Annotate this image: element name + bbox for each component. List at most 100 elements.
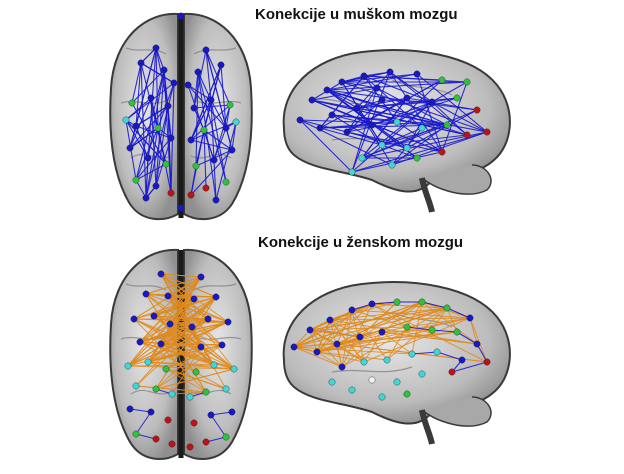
brain-region-node [144,358,152,366]
brain-region-node [132,176,140,184]
brain-region-node [177,12,185,20]
brain-region-node [164,416,172,424]
connection-line [160,273,215,366]
connection-line [299,119,393,166]
connection-line [326,81,468,91]
connection-line [155,47,169,107]
brain-region-node [152,182,160,190]
connection-line [167,295,229,323]
connection-line [135,179,147,199]
brain-region-node [142,290,150,298]
connection-line [220,64,227,129]
brain-region-node [222,433,230,441]
connection-line [210,99,217,201]
brain-region-node [228,408,236,416]
brain-region-node [128,99,136,107]
brain-region-node [226,101,234,109]
connection-line [326,89,478,111]
connection-line [431,97,458,103]
connection-line [346,131,408,149]
connection-line [210,99,227,129]
brain-region-node [184,81,192,89]
connection-line [299,119,348,133]
connection-line [125,97,152,121]
brain-region-node [378,328,386,336]
brain-region-node [443,121,451,129]
brain-region-node [210,156,218,164]
connection-line [190,121,237,141]
connection-line [309,329,318,353]
nodes-group [290,298,491,401]
connection-line [319,75,365,129]
connections-group [125,47,237,201]
brain-region-node [378,393,386,401]
connection-line [293,331,458,348]
brain-region-node [162,160,170,168]
connection-line [389,71,433,103]
brain-region-node [194,68,202,76]
brain-region-node [122,116,130,124]
connection-line [139,341,227,390]
brain-region-node [124,362,132,370]
brain-region-node [190,419,198,427]
brain-region-node [228,146,236,154]
brain-region-node [166,320,174,328]
brain-region-node [333,340,341,348]
brain-region-node [393,298,401,306]
brain-region-node [217,61,225,69]
connection-line [135,62,142,127]
connection-line [129,105,169,149]
brain-region-node [224,318,232,326]
brain-region-node [170,79,178,87]
brain-region-node [132,382,140,390]
connection-line [127,365,235,370]
brain-region-node [296,116,304,124]
brain-region-node [348,386,356,394]
connection-line [145,293,223,346]
connection-line [167,276,202,297]
connection-line [213,104,231,161]
connection-line [190,149,233,196]
connection-line [371,301,398,305]
brain-region-node [164,292,172,300]
connection-line [441,81,468,153]
connection-line [215,121,237,201]
connection-line [135,385,207,393]
connection-line [316,317,471,353]
brain-region-node [428,326,436,334]
connection-line [155,47,165,71]
brain-region-node [200,126,208,134]
brain-region-node [356,333,364,341]
brain-region-node [164,102,172,110]
brain-region-node [197,343,205,351]
connection-line [406,101,433,149]
brain-region-node [473,106,481,114]
brain-region-node [202,388,210,396]
connection-line [160,273,217,298]
connection-line [125,119,167,165]
connection-line [131,62,142,104]
connection-line [363,317,471,363]
connection-line [431,101,488,133]
connection-line [299,119,353,173]
connection-line [190,129,205,196]
brain-region-node [150,312,158,320]
connection-line [127,276,202,367]
brain-region-node [323,86,331,94]
brain-region-node [353,104,361,112]
connection-line [336,301,423,345]
brain-region-node [373,84,381,92]
connection-line [205,436,227,443]
brain-region-node [207,96,215,104]
connection-line [135,47,157,127]
connection-line [363,75,433,103]
brain-region-node [338,363,346,371]
connection-line [329,319,478,345]
brain-region-node [383,356,391,364]
brain-region-node [348,168,356,176]
connection-line [135,296,217,387]
connection-line [331,114,373,126]
brain-region-node [152,435,160,443]
connection-line [155,47,159,129]
brain-region-node [157,340,165,348]
